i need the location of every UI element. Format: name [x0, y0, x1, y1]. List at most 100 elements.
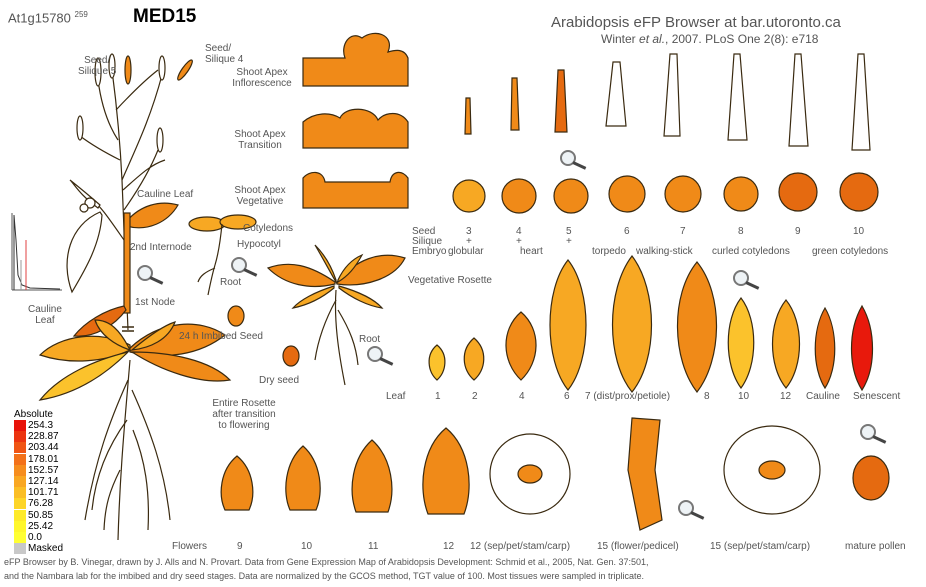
legend-row: 25.42 [14, 521, 74, 532]
legend-value: 152.57 [28, 465, 59, 476]
magnify-icon[interactable] [733, 270, 763, 288]
flower-series-title: Flowers [172, 541, 207, 552]
label-line: Vegetative [224, 196, 296, 207]
label-line: Silique 5 [78, 66, 116, 77]
label-line: Entire Rosette [207, 398, 281, 409]
leaf-label: 12 [780, 391, 791, 402]
legend-row: Masked [14, 543, 74, 554]
embryo-stage: green cotyledons [812, 246, 888, 257]
embryo-stage: curled cotyledons [712, 246, 790, 257]
flower-label: 15 (sep/pet/stam/carp) [710, 541, 810, 552]
legend-value: Masked [28, 543, 63, 554]
legend-swatch [14, 420, 26, 431]
label-root: Root [220, 277, 241, 288]
legend-swatch [14, 465, 26, 476]
magnify-icon[interactable] [367, 346, 397, 364]
imbibed-seed [228, 306, 244, 326]
legend-row: 228.87 [14, 431, 74, 442]
leaf-label: 2 [472, 391, 478, 402]
silique-mark: + [566, 236, 572, 247]
label-line: Seed/ [205, 43, 243, 54]
leaf-series-title: Leaf [386, 391, 405, 402]
legend-value: 25.42 [28, 521, 53, 532]
flower-series [221, 418, 889, 530]
legend-swatch [14, 498, 26, 509]
seed-number: 9 [795, 226, 801, 237]
legend-swatch [14, 476, 26, 487]
label-second-internode: 2nd Internode [130, 242, 192, 253]
legend-row: 127.14 [14, 476, 74, 487]
flower-label: 10 [301, 541, 312, 552]
shoot-apex-inflorescence [303, 33, 408, 86]
seed-number: 10 [853, 226, 864, 237]
legend-swatch [14, 521, 26, 532]
legend-value: 178.01 [28, 454, 59, 465]
flower-label: 12 (sep/pet/stam/carp) [470, 541, 570, 552]
label-cauline-leaf: Cauline Leaf [137, 189, 193, 200]
magnify-icon[interactable] [860, 424, 890, 442]
seed-number: 7 [680, 226, 686, 237]
seed-number: 8 [738, 226, 744, 237]
label-line: Cauline [28, 304, 62, 315]
legend-swatch [14, 431, 26, 442]
legend-row: 178.01 [14, 454, 74, 465]
label-seed-silique5: Seed/ Silique 5 [78, 55, 116, 77]
label-vegetative-rosette: Vegetative Rosette [408, 275, 492, 286]
embryo-stage: walking-stick [636, 246, 693, 257]
expression-histogram [12, 213, 62, 290]
label-shoot-apex-inflorescence: Shoot Apex Inflorescence [222, 67, 302, 89]
legend-value: 101.71 [28, 487, 59, 498]
footer-line1: eFP Browser by B. Vinegar, drawn by J. A… [4, 557, 649, 567]
flower-label: 15 (flower/pedicel) [597, 541, 679, 552]
label-line: Transition [224, 140, 296, 151]
legend-value: 203.44 [28, 442, 59, 453]
magnify-icon[interactable] [137, 265, 167, 283]
leaf-label: 4 [519, 391, 525, 402]
legend-title: Absolute [14, 409, 53, 420]
legend-value: 127.14 [28, 476, 59, 487]
legend-row: 254.3 [14, 420, 74, 431]
dry-seed [283, 346, 299, 366]
legend-value: 0.0 [28, 532, 42, 543]
legend-row: 50.85 [14, 510, 74, 521]
seed-series [453, 173, 878, 213]
label-line: to flowering [207, 420, 281, 431]
leaf-label: 7 (dist/prox/petiole) [585, 391, 670, 402]
legend-swatch [14, 487, 26, 498]
flower-label: 9 [237, 541, 243, 552]
label-line: Shoot Apex [222, 67, 302, 78]
magnify-icon[interactable] [560, 150, 590, 168]
label-line: after transition [207, 409, 281, 420]
flower-label: 11 [368, 541, 378, 552]
legend-swatch [14, 510, 26, 521]
legend-value: 228.87 [28, 431, 59, 442]
label-line: Seed/ [78, 55, 116, 66]
label-dry-seed: Dry seed [259, 375, 299, 386]
footer-line2: and the Nambara lab for the imbibed and … [4, 571, 644, 581]
label-root-rosette: Root [359, 334, 380, 345]
label-seed-silique4: Seed/ Silique 4 [205, 43, 243, 65]
legend-row: 152.57 [14, 465, 74, 476]
legend-swatch [14, 442, 26, 453]
legend-swatch [14, 532, 26, 543]
label-first-node: 1st Node [135, 297, 175, 308]
legend-row: 203.44 [14, 442, 74, 453]
shoot-apex-vegetative [303, 172, 408, 208]
seed-number: 6 [624, 226, 630, 237]
flower-label: 12 [443, 541, 454, 552]
legend-row: 101.71 [14, 487, 74, 498]
leaf-label: 1 [435, 391, 441, 402]
label-entire-rosette: Entire Rosette after transition to flowe… [207, 398, 281, 431]
label-cauline-leaf-lower: Cauline Leaf [28, 304, 62, 326]
embryo-stage: heart [520, 246, 543, 257]
label-shoot-apex-vegetative: Shoot Apex Vegetative [224, 185, 296, 207]
magnify-icon[interactable] [678, 500, 708, 518]
magnify-icon[interactable] [231, 257, 261, 275]
label-line: Silique 4 [205, 54, 243, 65]
leaf-label: Cauline [806, 391, 840, 402]
legend-row: 76.28 [14, 498, 74, 509]
legend-value: 76.28 [28, 498, 53, 509]
flower-label: mature pollen [845, 541, 906, 552]
legend-swatch [14, 454, 26, 465]
